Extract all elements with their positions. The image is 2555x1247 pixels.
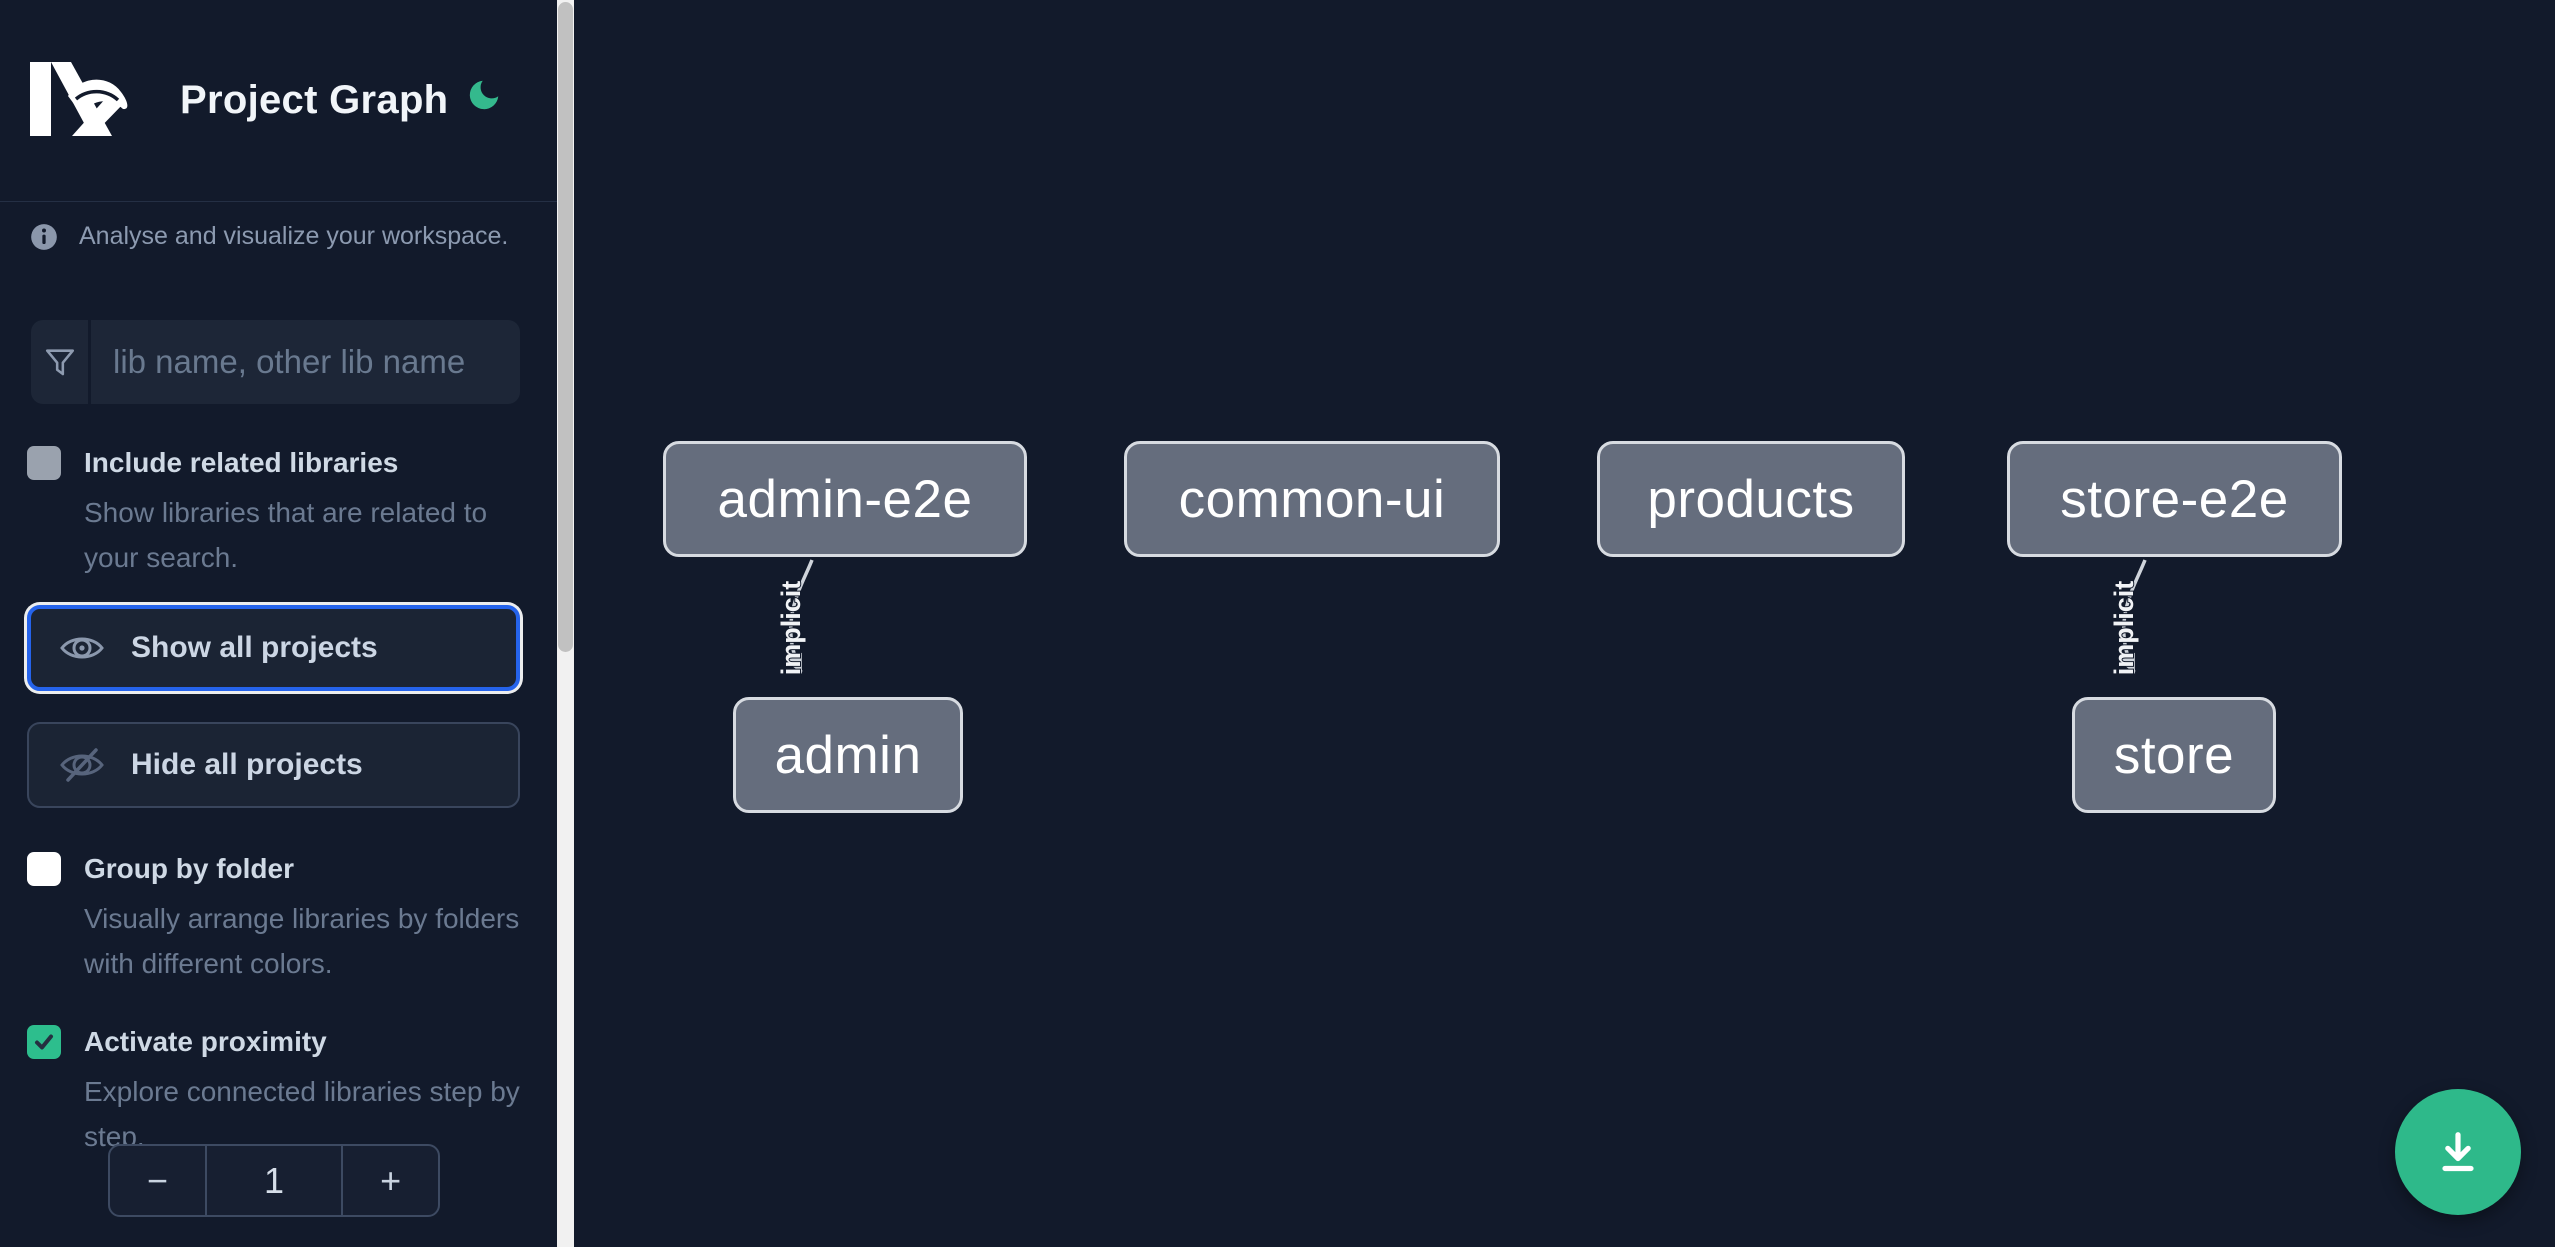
include-related-checkbox[interactable] [27, 446, 61, 480]
info-icon [31, 223, 57, 250]
graph-node-common-ui[interactable]: common-ui [1124, 441, 1500, 557]
show-all-projects-button[interactable]: Show all projects [27, 605, 520, 691]
eye-off-icon [60, 748, 104, 782]
theme-toggle-button[interactable] [462, 74, 506, 118]
filter-funnel-icon [45, 349, 74, 376]
moon-icon [469, 80, 499, 109]
decrement-button[interactable]: − [110, 1146, 205, 1215]
graph-node-products[interactable]: products [1597, 441, 1905, 557]
activate-proximity-option: Activate proximity Explore connected lib… [27, 1025, 523, 1159]
search-input[interactable] [91, 320, 520, 404]
download-image-button[interactable] [2395, 1089, 2521, 1215]
sidebar: Project Graph Analyse and visualize your… [0, 0, 557, 1247]
graph-node-admin[interactable]: admin [733, 697, 963, 813]
nx-logo-icon [30, 62, 128, 136]
show-all-projects-label: Show all projects [131, 631, 378, 664]
search-box [31, 320, 520, 404]
hide-all-projects-button[interactable]: Hide all projects [27, 722, 520, 808]
include-related-option: Include related libraries Show libraries… [27, 446, 523, 580]
group-by-folder-label: Group by folder [84, 853, 294, 884]
sidebar-scrollbar-thumb[interactable] [558, 2, 573, 652]
hide-all-projects-label: Hide all projects [131, 748, 363, 781]
graph-node-admin-e2e[interactable]: admin-e2e [663, 441, 1027, 557]
eye-icon [60, 637, 104, 659]
proximity-depth-value: 1 [204, 1146, 344, 1215]
sidebar-header: Project Graph [0, 0, 557, 202]
group-by-folder-description: Visually arrange libraries by folders wi… [84, 903, 520, 979]
proximity-depth-stepper: − 1 + [108, 1144, 440, 1217]
activate-proximity-description: Explore connected libraries step by step… [84, 1076, 520, 1152]
activate-proximity-label: Activate proximity [84, 1026, 327, 1057]
download-icon [2442, 1132, 2474, 1172]
group-by-folder-option: Group by folder Visually arrange librari… [27, 852, 523, 986]
filter-icon-cell [31, 320, 91, 404]
graph-canvas[interactable] [574, 0, 2555, 1247]
page-title: Project Graph [180, 78, 449, 122]
include-related-label: Include related libraries [84, 447, 399, 478]
checkmark-icon [35, 1034, 53, 1050]
sidebar-scrollbar-track[interactable] [557, 0, 574, 1247]
graph-node-store-e2e[interactable]: store-e2e [2007, 441, 2342, 557]
group-by-folder-checkbox[interactable] [27, 852, 61, 886]
increment-button[interactable]: + [343, 1146, 438, 1215]
workspace-tagline: Analyse and visualize your workspace. [79, 222, 509, 250]
activate-proximity-checkbox[interactable] [27, 1025, 61, 1059]
graph-node-store[interactable]: store [2072, 697, 2276, 813]
workspace-tagline-row: Analyse and visualize your workspace. [30, 222, 530, 251]
include-related-description: Show libraries that are related to your … [84, 497, 488, 573]
